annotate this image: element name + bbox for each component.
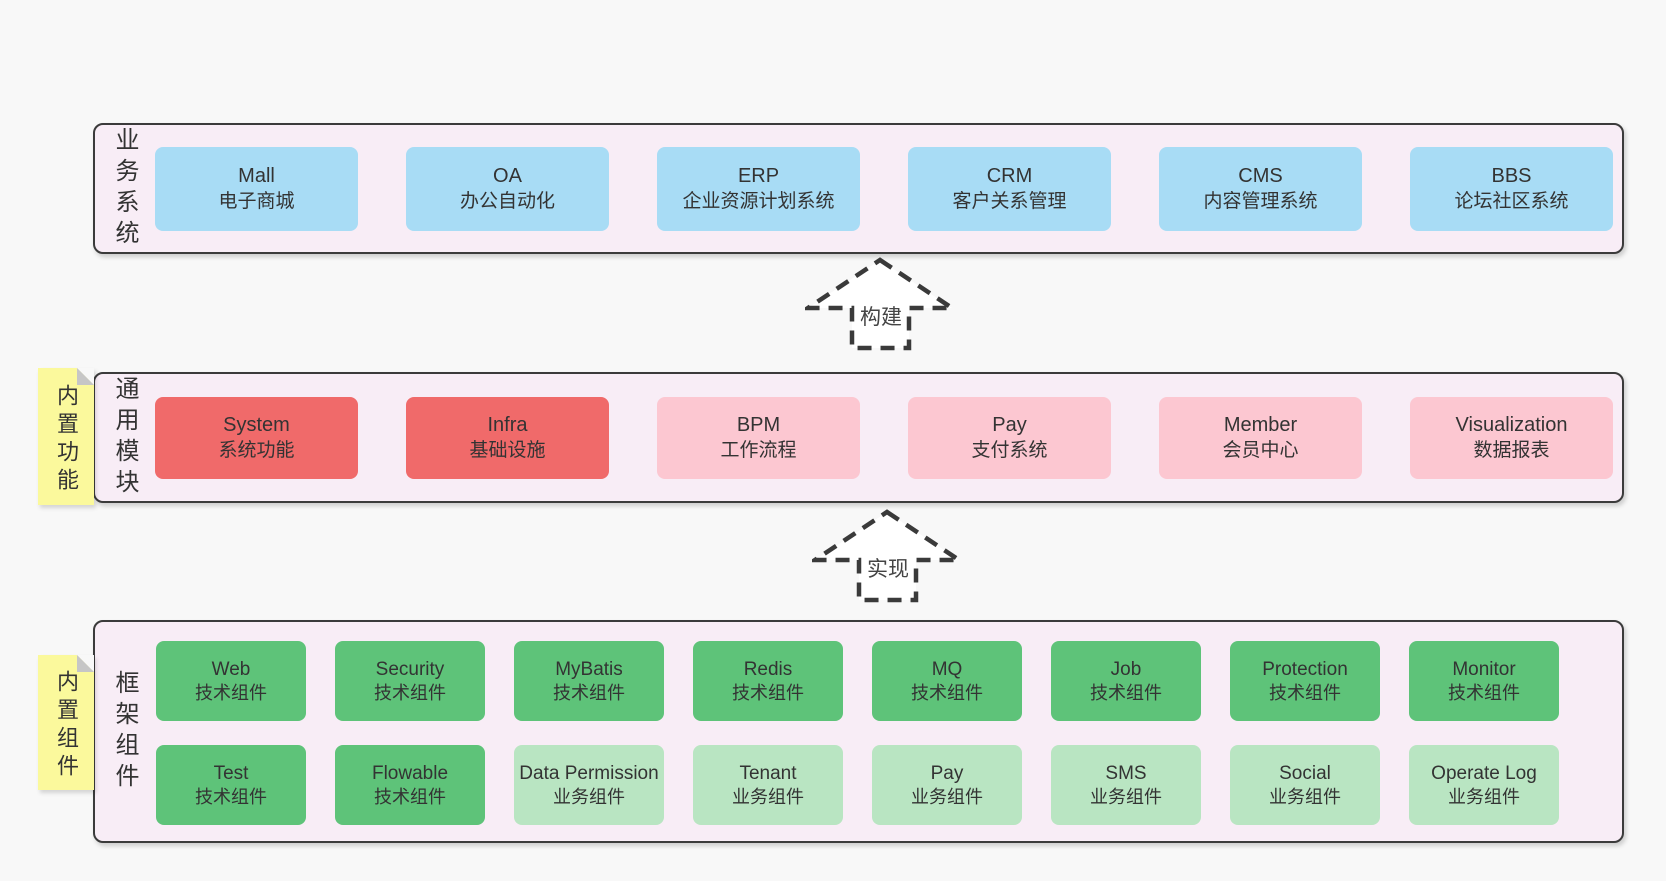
layer-framework-components: 框架组件 Web 技术组件 Security 技术组件 MyBatis 技术组件… [93, 620, 1624, 843]
box-redis: Redis 技术组件 [693, 641, 843, 721]
box-monitor: Monitor 技术组件 [1409, 641, 1559, 721]
box-member: Member 会员中心 [1159, 396, 1362, 479]
box-infra: Infra 基础设施 [406, 396, 609, 479]
box-sms: SMS 业务组件 [1051, 745, 1201, 825]
layer-label-components: 框架组件 [111, 669, 138, 794]
layer-business-systems: 业务系统 Mall 电子商城 OA 办公自动化 ERP 企业资源计划系统 CRM… [93, 123, 1624, 254]
box-visualization: Visualization 数据报表 [1410, 396, 1613, 479]
box-flowable: Flowable 技术组件 [335, 745, 485, 825]
box-crm: CRM 客户关系管理 [908, 146, 1111, 231]
box-mq: MQ 技术组件 [872, 641, 1022, 721]
box-web: Web 技术组件 [156, 641, 306, 721]
box-cms: CMS 内容管理系统 [1159, 146, 1362, 231]
components-row-2: Test 技术组件 Flowable 技术组件 Data Permission … [156, 745, 1559, 825]
box-bbs: BBS 论坛社区系统 [1410, 146, 1613, 231]
box-mybatis: MyBatis 技术组件 [514, 641, 664, 721]
box-bpm: BPM 工作流程 [657, 396, 860, 479]
box-test: Test 技术组件 [156, 745, 306, 825]
box-pay: Pay 支付系统 [908, 396, 1111, 479]
modules-box-row: System 系统功能 Infra 基础设施 BPM 工作流程 Pay 支付系统… [155, 396, 1613, 479]
box-mall: Mall 电子商城 [155, 146, 358, 231]
box-data-permission: Data Permission 业务组件 [514, 745, 664, 825]
layer-label-business: 业务系统 [111, 126, 138, 251]
sticky-note-builtin-features: 内置功能 [38, 368, 94, 505]
box-job: Job 技术组件 [1051, 641, 1201, 721]
build-arrow-label: 构建 [860, 306, 902, 329]
box-erp: ERP 企业资源计划系统 [657, 146, 860, 231]
box-system: System 系统功能 [155, 396, 358, 479]
components-row-1: Web 技术组件 Security 技术组件 MyBatis 技术组件 Redi… [156, 641, 1559, 721]
business-box-row: Mall 电子商城 OA 办公自动化 ERP 企业资源计划系统 CRM 客户关系… [155, 146, 1613, 231]
box-social: Social 业务组件 [1230, 745, 1380, 825]
box-pay-biz: Pay 业务组件 [872, 745, 1022, 825]
box-tenant: Tenant 业务组件 [693, 745, 843, 825]
sticky-note-builtin-components: 内置组件 [38, 655, 94, 790]
box-operate-log: Operate Log 业务组件 [1409, 745, 1559, 825]
layer-label-modules: 通用模块 [111, 375, 138, 500]
box-oa: OA 办公自动化 [406, 146, 609, 231]
build-arrow-icon: 构建 [805, 257, 955, 351]
box-protection: Protection 技术组件 [1230, 641, 1380, 721]
implement-arrow-icon: 实现 [812, 509, 962, 603]
implement-arrow-label: 实现 [867, 558, 909, 581]
components-box-rows: Web 技术组件 Security 技术组件 MyBatis 技术组件 Redi… [156, 641, 1559, 825]
box-security: Security 技术组件 [335, 641, 485, 721]
layer-common-modules: 通用模块 System 系统功能 Infra 基础设施 BPM 工作流程 Pay… [93, 372, 1624, 503]
